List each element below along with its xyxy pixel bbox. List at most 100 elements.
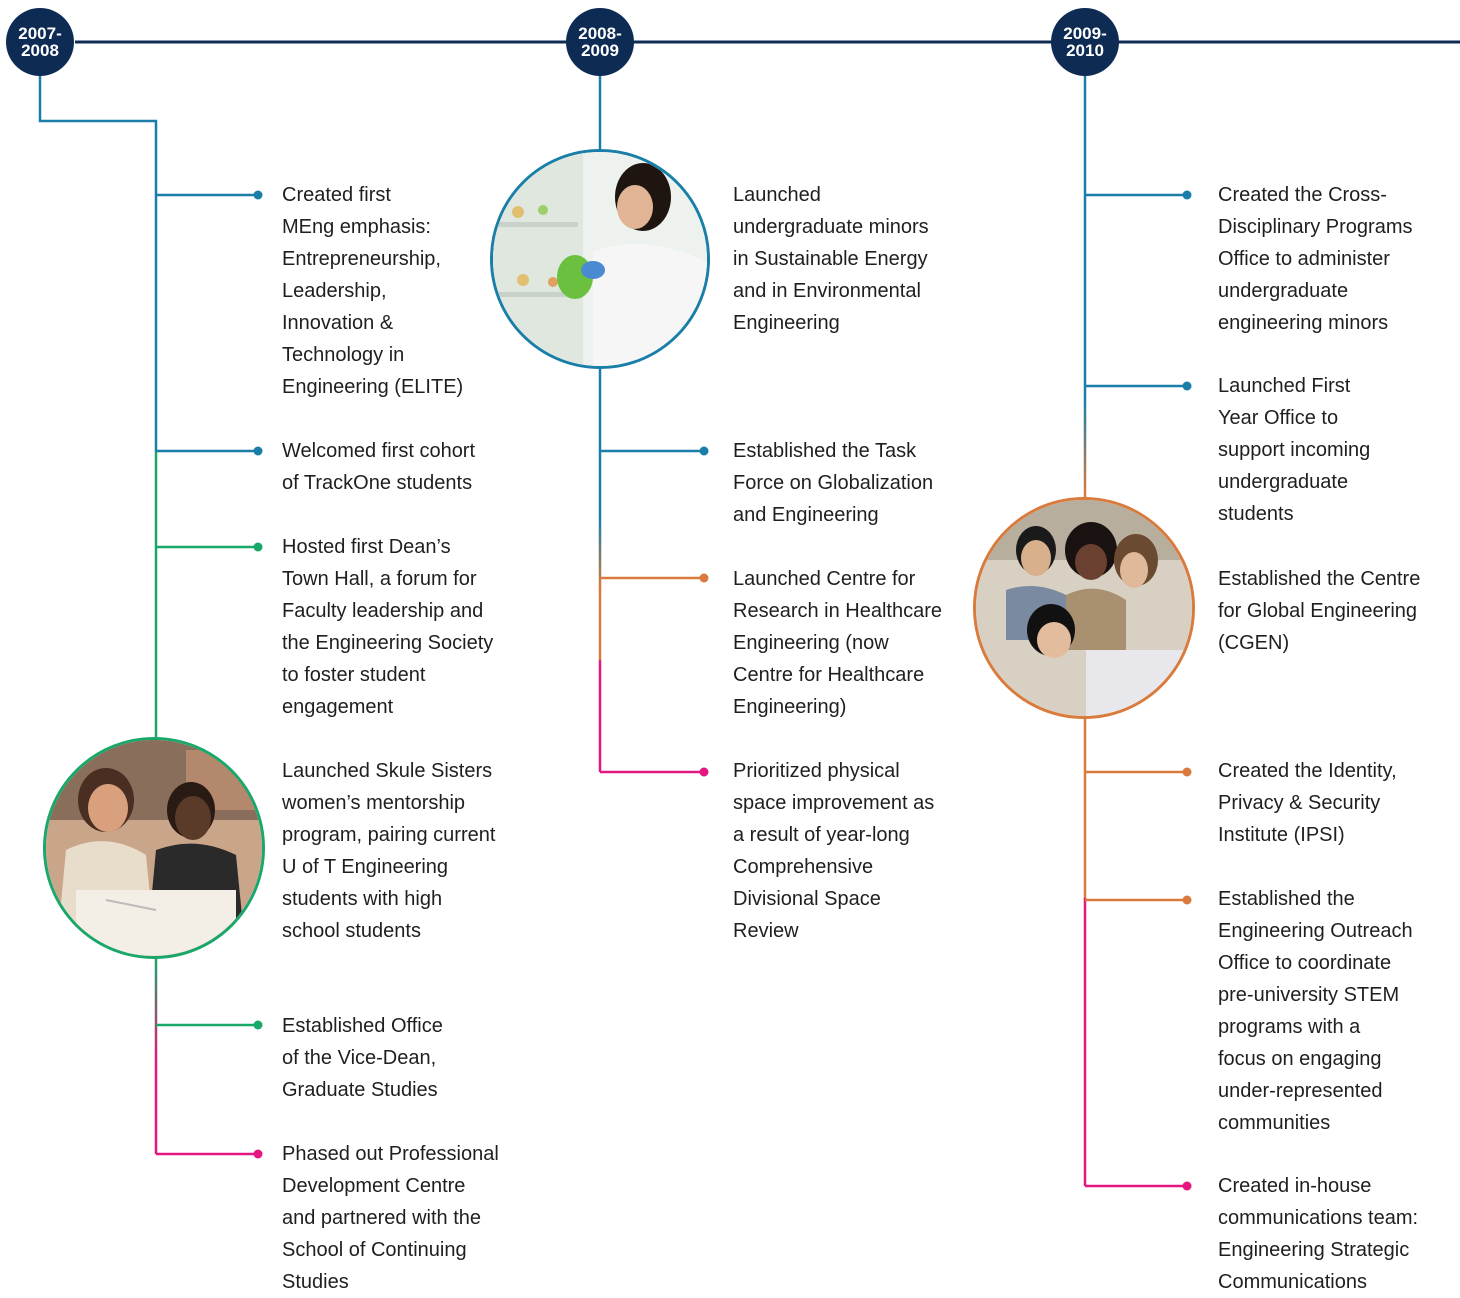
timeline-entry: Hosted first Dean’s Town Hall, a forum f…: [282, 531, 493, 723]
entry-line: undergraduate: [1218, 280, 1349, 302]
year-label-line2: 2010: [1066, 41, 1104, 60]
bullet: [1182, 381, 1192, 391]
timeline-entry: Launched undergraduate minors in Sustain…: [733, 179, 929, 339]
entry-line: communities: [1218, 1112, 1331, 1134]
entry-line: the Engineering Society: [282, 632, 494, 654]
entry-line: Comprehensive: [733, 856, 874, 878]
year-label-line1: 2007-: [18, 24, 62, 43]
entry-line: Leadership,: [282, 280, 387, 302]
year-badge-2008-2009: 2008- 2009: [566, 8, 634, 76]
year-badge-2007-2008: 2007- 2008: [6, 8, 74, 76]
entry-line: U of T Engineering: [282, 856, 449, 878]
entry-line: Created first: [282, 184, 391, 206]
entry-line: Year Office to: [1218, 407, 1339, 429]
entry-line: and Engineering: [733, 504, 879, 526]
entry-line: under-represented: [1218, 1080, 1383, 1102]
entry-line: support incoming: [1218, 439, 1371, 461]
timeline-entry: Launched Centre for Research in Healthca…: [733, 563, 942, 723]
timeline-entry: Launched First Year Office to support in…: [1218, 370, 1370, 530]
timeline-entry: Phased out Professional Development Cent…: [282, 1138, 499, 1298]
bullet: [1182, 895, 1192, 905]
entry-line: Engineering (now: [733, 632, 889, 654]
entry-line: Centre for Healthcare: [733, 664, 925, 686]
col1-spine-blue: [38, 76, 158, 452]
entry-line: Established the: [1218, 888, 1355, 910]
entry-line: Office to coordinate: [1218, 952, 1392, 974]
entry-line: in Sustainable Energy: [733, 248, 928, 270]
entry-line: school students: [282, 920, 421, 942]
entry-line: communications team:: [1218, 1207, 1419, 1229]
entry-line: Engineering Outreach: [1218, 920, 1413, 942]
photo-lab-researcher: [490, 149, 710, 369]
entry-line: (CGEN): [1218, 632, 1290, 654]
entry-line: Technology in: [282, 344, 405, 366]
bullet: [253, 446, 263, 456]
entry-line: Institute (IPSI): [1218, 824, 1345, 846]
entry-line: Established the Task: [733, 440, 917, 462]
entry-line: engagement: [282, 696, 394, 718]
entry-line: Prioritized physical: [733, 760, 900, 782]
entry-line: of TrackOne students: [282, 472, 473, 494]
timeline-entry: Established Office of the Vice-Dean, Gra…: [282, 1010, 443, 1106]
entry-line: Launched Skule Sisters: [282, 760, 493, 782]
entry-line: Created the Cross-: [1218, 184, 1387, 206]
entry-line: Communications: [1218, 1271, 1367, 1293]
timeline-entry: Launched Skule Sisters women’s mentorshi…: [282, 755, 495, 947]
entry-line: Hosted first Dean’s: [282, 536, 451, 558]
bullet: [253, 542, 263, 552]
year-label-line2: 2009: [581, 41, 619, 60]
entry-line: Phased out Professional: [282, 1143, 499, 1165]
entry-line: students: [1218, 503, 1294, 525]
bullet: [699, 446, 709, 456]
entry-line: a result of year-long: [733, 824, 910, 846]
bullet: [1182, 767, 1192, 777]
entry-line: Created in-house: [1218, 1175, 1372, 1197]
timeline-entry: Established the Task Force on Globalizat…: [733, 435, 933, 531]
year-label-line2: 2008: [21, 41, 59, 60]
entry-line: to foster student: [282, 664, 426, 686]
entry-line: Force on Globalization: [733, 472, 934, 494]
entry-line: undergraduate: [1218, 471, 1349, 493]
entry-line: Innovation &: [282, 312, 394, 334]
bullet: [253, 1149, 263, 1159]
bullet: [253, 190, 263, 200]
entry-line: Entrepreneurship,: [282, 248, 441, 270]
entry-line: and in Environmental: [733, 280, 921, 302]
entry-line: Welcomed first cohort: [282, 440, 476, 462]
entry-line: engineering minors: [1218, 312, 1389, 334]
entry-line: Graduate Studies: [282, 1079, 438, 1101]
timeline-entry: Welcomed first cohort of TrackOne studen…: [282, 435, 475, 499]
year-label-line1: 2008-: [578, 24, 622, 43]
entry-line: Review: [733, 920, 799, 942]
bullet: [253, 1020, 263, 1030]
entry-line: Disciplinary Programs: [1218, 216, 1413, 238]
entry-line: Engineering): [733, 696, 847, 718]
bullet: [1182, 190, 1192, 200]
entry-line: Studies: [282, 1271, 349, 1293]
entry-line: Created the Identity,: [1218, 760, 1397, 782]
entry-line: Town Hall, a forum for: [282, 568, 477, 590]
entry-line: undergraduate minors: [733, 216, 929, 238]
entry-line: program, pairing current: [282, 824, 496, 846]
entry-line: programs with a: [1218, 1016, 1361, 1038]
photo-students-studying: [43, 737, 265, 959]
entry-line: Launched First: [1218, 375, 1351, 397]
entry-line: focus on engaging: [1218, 1048, 1382, 1070]
entry-line: Engineering (ELITE): [282, 376, 464, 398]
timeline-entry: Created the Identity, Privacy & Security…: [1218, 755, 1397, 851]
timeline-entry: Prioritized physical space improvement a…: [733, 755, 934, 947]
photo-students-computer: [973, 497, 1195, 719]
entry-line: Office to administer: [1218, 248, 1390, 270]
timeline-entry: Created the Cross- Disciplinary Programs…: [1218, 179, 1413, 339]
entry-line: Launched Centre for: [733, 568, 916, 590]
entry-line: Divisional Space: [733, 888, 881, 910]
bullet: [699, 767, 709, 777]
timeline-entry: Created in-house communications team: En…: [1218, 1170, 1418, 1298]
entry-line: Faculty leadership and: [282, 600, 484, 622]
entry-line: Research in Healthcare: [733, 600, 942, 622]
entry-line: Launched: [733, 184, 821, 206]
entry-line: School of Continuing: [282, 1239, 467, 1261]
entry-line: for Global Engineering: [1218, 600, 1418, 622]
